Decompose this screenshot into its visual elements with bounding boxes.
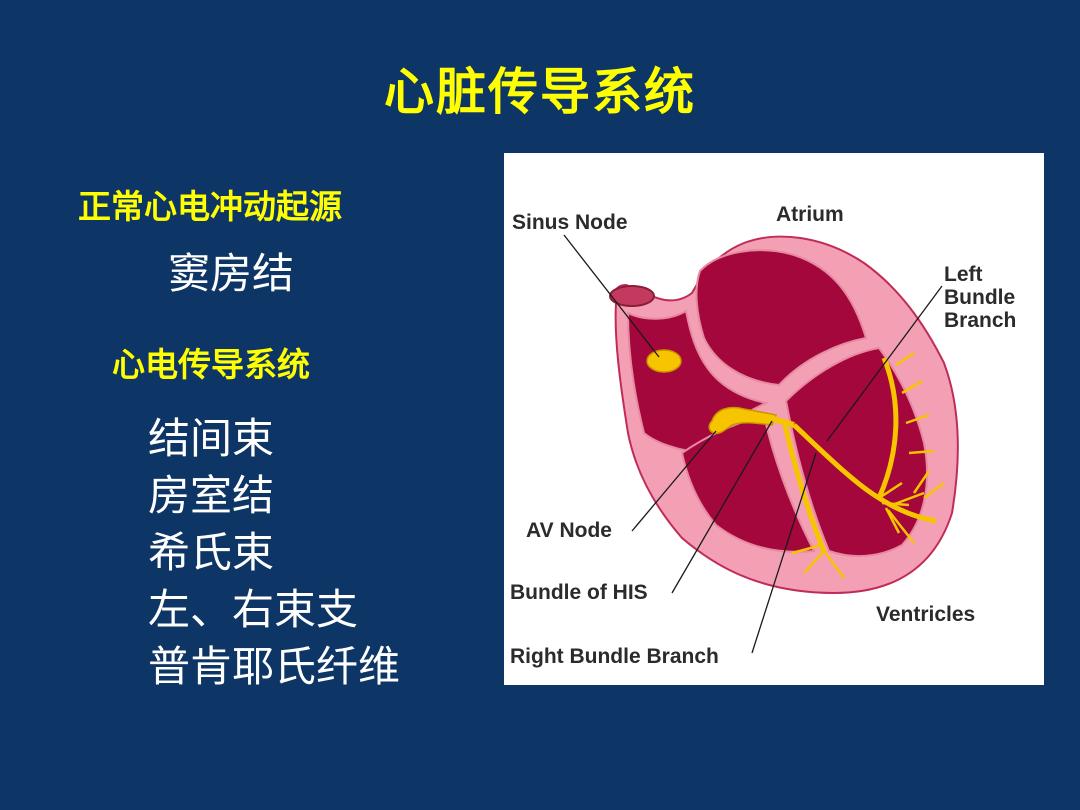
label-sinus-node: Sinus Node <box>512 211 628 234</box>
origin-text: 窦房结 <box>168 249 295 298</box>
label-left-bundle-1: Left <box>944 263 983 286</box>
conduction-system-heading: 心电传导系统 <box>112 345 310 384</box>
list-item: 结间束 <box>148 414 275 463</box>
label-ventricles: Ventricles <box>876 603 975 626</box>
list-item: 房室结 <box>148 471 275 520</box>
component-list: 结间束 房室结 希氏束 左、右束支 普肯耶氏纤维 <box>148 410 400 695</box>
label-atrium: Atrium <box>776 203 844 226</box>
origin-heading: 正常心电冲动起源 <box>78 187 342 226</box>
label-bundle-of-his: Bundle of HIS <box>510 581 648 604</box>
left-atrium <box>695 249 868 387</box>
purkinje-fibers <box>791 351 945 579</box>
heart-illustration: Sinus Node Atrium Left Bundle Branch AV … <box>510 203 1016 668</box>
vessel-opening <box>609 285 655 307</box>
heart-diagram: Sinus Node Atrium Left Bundle Branch AV … <box>504 153 1044 685</box>
label-av-node: AV Node <box>526 519 612 542</box>
av-node <box>708 406 778 435</box>
list-item: 希氏束 <box>148 528 275 577</box>
label-left-bundle-3: Branch <box>944 309 1016 332</box>
list-item: 普肯耶氏纤维 <box>148 642 401 691</box>
sinus-node <box>646 349 682 373</box>
list-item: 左、右束支 <box>148 585 359 634</box>
label-right-bundle-branch: Right Bundle Branch <box>510 645 719 668</box>
slide-title: 心脏传导系统 <box>384 63 696 121</box>
label-left-bundle-2: Bundle <box>944 286 1015 309</box>
leader-lines <box>563 234 943 654</box>
